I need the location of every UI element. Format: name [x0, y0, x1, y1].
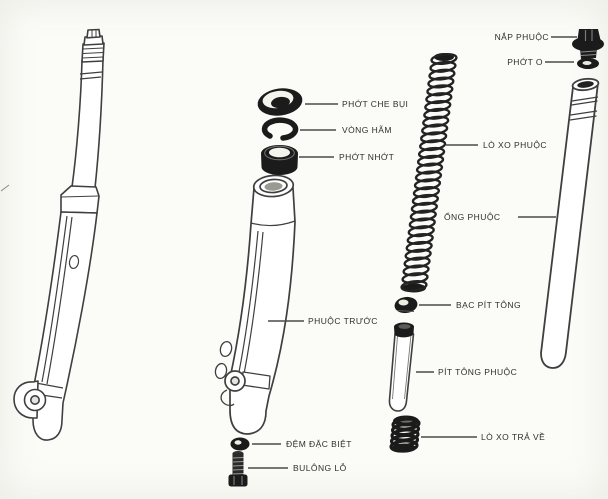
fork-cap-drawing: [572, 29, 604, 59]
label-phuoc-truoc: PHUỘC TRƯỚC: [308, 315, 378, 326]
leader-lines: [248, 36, 577, 469]
retaining-ring-drawing: [261, 117, 299, 141]
o-ring-drawing: [577, 58, 599, 69]
return-spring-drawing: [389, 415, 421, 453]
label-dem-dac-biet: ĐỆM ĐẶC BIỆT: [286, 438, 352, 449]
label-bulong-lo: BULÔNG LỖ: [293, 462, 347, 473]
label-phot-che-bui: PHỚT CHE BỤI: [342, 98, 409, 109]
label-ong-phuoc: ỐNG PHUỘC: [444, 211, 501, 222]
label-vong-ham: VÒNG HÃM: [342, 124, 392, 135]
label-pit-tong-phuoc: PÍT TÔNG PHUỘC: [438, 366, 518, 377]
piston-bushing-drawing: [394, 296, 418, 314]
fork-piston-drawing: [388, 322, 415, 412]
scan-speck: [0, 184, 10, 192]
front-fork-leg-drawing: [214, 174, 296, 435]
fork-inner-tube-drawing: [540, 77, 600, 369]
label-bac-pit-tong: BẠC PÍT TÔNG: [456, 299, 522, 310]
oil-seal-drawing: [261, 145, 298, 175]
label-phot-o: PHỚT O: [507, 56, 543, 67]
complete-fork-drawing: [13, 28, 105, 441]
label-lo-xo-tra-ve: LÒ XO TRẢ VỀ: [481, 431, 546, 442]
label-nap-phuoc: NẮP PHUỘC: [494, 31, 549, 42]
fork-spring-drawing: [400, 52, 458, 293]
dust-seal-drawing: [257, 88, 303, 116]
hole-bolt-drawing: [228, 451, 248, 487]
special-washer-drawing: [230, 437, 250, 451]
label-lo-xo-phuoc: LÒ XO PHUỘC: [483, 139, 547, 150]
label-phot-nhot: PHỚT NHỚT: [339, 151, 395, 162]
